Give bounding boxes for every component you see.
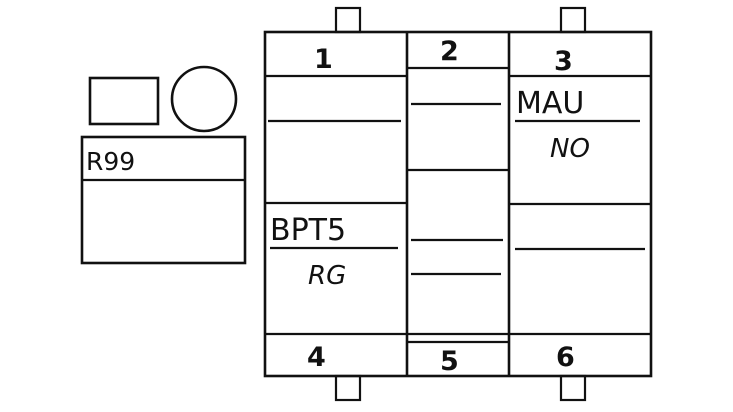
mounting-tab-bottom-right: [559, 374, 587, 402]
relay-box-r99: R99: [80, 135, 247, 265]
small-square-component: [88, 76, 160, 126]
left-relay-name: BPT5: [270, 213, 346, 248]
position-number-3: 3: [554, 46, 573, 77]
right-relay-code: NO: [550, 134, 590, 164]
mounting-tab-bottom-left: [334, 374, 362, 402]
mounting-tab-top-right: [559, 6, 587, 34]
round-component: [170, 65, 238, 133]
position-number-5: 5: [440, 346, 459, 377]
position-number-1: 1: [314, 44, 333, 75]
relay-box-label: R99: [86, 147, 135, 176]
left-relay-code: RG: [308, 261, 346, 291]
position-number-2: 2: [440, 36, 459, 67]
fuse-block: 1 2 3 4 5 6 BPT5 RG MAU NO: [263, 30, 653, 378]
mounting-tab-top-left: [334, 6, 362, 34]
position-number-4: 4: [307, 342, 326, 373]
right-relay-name: MAU: [516, 86, 584, 121]
position-number-6: 6: [556, 342, 575, 373]
relay-box-outline: [80, 135, 247, 265]
